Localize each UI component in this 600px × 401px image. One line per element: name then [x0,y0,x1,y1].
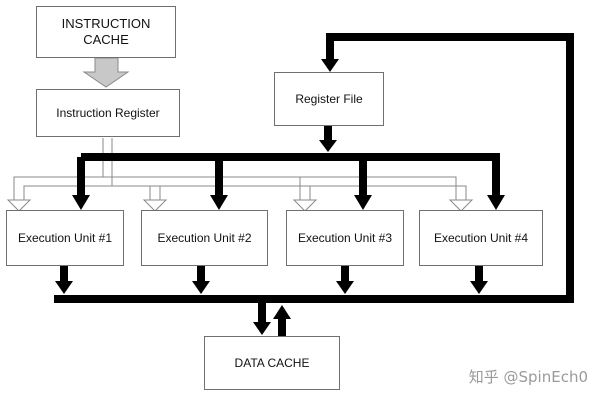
execution-unit-1-label: Execution Unit #1 [17,230,113,245]
execution-unit-4-label: Execution Unit #4 [433,230,529,245]
instruction-register-box: Instruction Register [36,89,180,137]
data-cache-box: DATA CACHE [204,336,340,390]
result-bus-arrowhead [321,59,339,72]
register-bus-arrowheads [72,140,505,210]
instruction-cache-label: INSTRUCTION CACHE [61,15,151,47]
register-bus [77,126,500,196]
icache-to-ir-arrow [82,57,130,88]
data-cache-label: DATA CACHE [234,355,310,370]
register-file-box: Register File [274,72,384,126]
result-bus [54,33,574,303]
execution-unit-3-label: Execution Unit #3 [297,230,393,245]
register-file-label: Register File [295,91,363,106]
result-arrows [55,266,488,294]
execution-unit-2-box: Execution Unit #2 [141,210,268,266]
dcache-to-bus-shaft [278,318,286,336]
bus-to-dcache-arrow [253,322,271,335]
dcache-to-bus-arrow [273,305,291,319]
execution-unit-2-label: Execution Unit #2 [157,230,252,245]
bus-to-dcache-shaft [258,303,266,323]
execution-unit-1-box: Execution Unit #1 [6,210,124,266]
watermark-text: 知乎 @SpinEch0 [468,368,588,386]
execution-unit-4-box: Execution Unit #4 [419,210,543,266]
instruction-bus-arrowheads [6,199,474,212]
instruction-cache-box: INSTRUCTION CACHE [36,6,176,58]
execution-unit-3-box: Execution Unit #3 [286,210,404,266]
instruction-register-label: Instruction Register [56,105,160,120]
